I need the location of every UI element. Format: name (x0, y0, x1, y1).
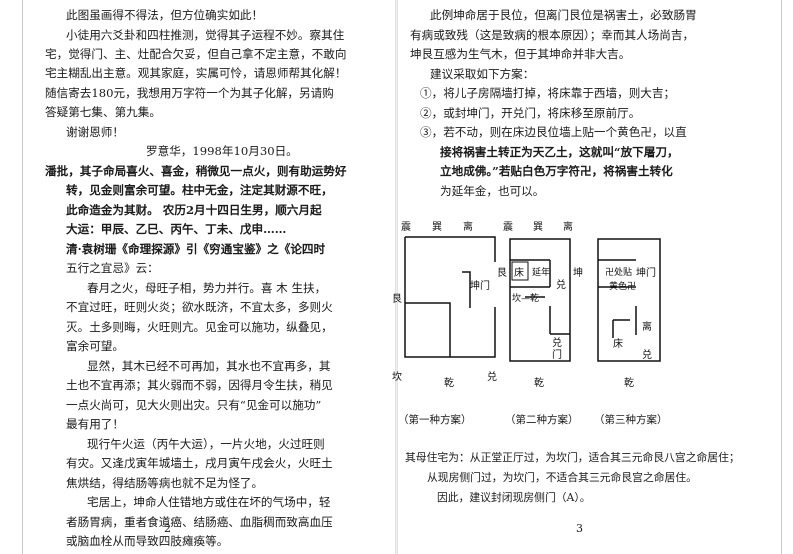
right-page-text-line: ②，或封坤门，开兑门，将床移至原前厅。 (420, 106, 641, 120)
d2-qian: 乾 (534, 376, 544, 389)
d2-bed: 床 (514, 266, 524, 279)
left-page-text-line: 有灾。又逢戊寅年城墙土，戌月寅午戌会火，火旺土 (66, 456, 333, 470)
d2-gen: 艮 (497, 267, 507, 279)
right-page-text-line: 有病或致残（这是致病的根本原因）；幸而其人场尚吉， (410, 28, 695, 42)
left-page-text-line: 现行午火运（丙午大运），一片火地，火过旺则 (87, 437, 325, 451)
diagram-3 (597, 238, 661, 362)
right-page-number: 3 (576, 522, 583, 535)
right-page-text-line: 立地成佛。”若贴白色万字符卍，将祸害土转化 (440, 164, 673, 178)
d1-kan: 坎 (392, 370, 402, 383)
d3-color-label: 黄色卍 (609, 280, 636, 292)
right-page-text-line: 接将祸害土转正为天乙土，这就叫“放下屠刀， (440, 145, 679, 159)
d2-zhen: 震 (503, 221, 513, 233)
left-page-text-line: 罗意华，1998年10月30日。 (146, 144, 298, 158)
left-page-text-line: 一点火尚可，见大火则出灾。只有“见金可以施功” (66, 398, 322, 412)
d2-dui-top: 兑 (556, 278, 566, 291)
caption-plan-1: （第一种方案） (398, 414, 472, 426)
left-page-text-line: 土也不宜再添；其火弱而不弱，因得月令生扶，稍见 (66, 378, 333, 392)
d1-li: 离 (463, 220, 473, 233)
d1-dui: 兑 (487, 370, 497, 383)
caption-plan-2: （第二种方案） (505, 414, 579, 426)
book-gutter (395, 0, 398, 554)
left-page-text-line: 小徒用六爻卦和四柱推测，觉得其子运程不妙。察其住 (66, 28, 345, 42)
left-scan-border (22, 0, 23, 554)
right-page-text-line: ①，将儿子房隔墙打掉，将床靠于西墙，则大吉； (420, 86, 676, 100)
d2-dui-door: 兑 (552, 336, 562, 349)
left-page-text-line: 转，见金则富余可望。柱中无金，注定其财源不旺， (66, 183, 333, 197)
d2-kan-qian: 坎—乾 (512, 292, 539, 304)
diagram-2 (509, 238, 571, 362)
left-page-text-line: 或脑血栓从而导致四肢瘫痪等。 (66, 534, 229, 548)
left-page-text-line: 者肠胃病，重者食道癌、结肠癌、血脂稠而致高血压 (66, 515, 333, 529)
d2-li: 离 (563, 220, 573, 233)
left-page-text-line: 此图虽画得不得法，但方位确实如此！ (66, 8, 264, 22)
left-page-number: 2 (164, 522, 171, 535)
caption-plan-3: （第三种方案） (594, 414, 668, 426)
diagram-1 (404, 236, 496, 358)
right-page-text-line: ③，若不动，则在床边艮位墙上贴一个黄色卍，以直 (420, 125, 687, 139)
left-page-text-line: 宅，觉得门、主、灶配合欠妥，但自己拿不定主意，不敢向 (45, 47, 347, 61)
left-page-text-line: 清·袁树珊《命理探源》引《穷通宝鉴》之《论四时 (66, 242, 326, 256)
left-page-text-line: 大运：甲辰、乙巳、丙午、丁未、戊申…… (66, 222, 287, 236)
right-page-text-line: 为延年金，也可以。 (440, 184, 545, 198)
right-page-text-line: 此例坤命居于艮位，但离门艮位是祸害土，必致肠胃 (430, 8, 697, 22)
left-page-text-line: 宅居上，坤命人住错地方或住在坏的气场中，轻 (87, 495, 331, 509)
d3-dui: 兑 (642, 348, 652, 361)
d2-bed-box (511, 261, 529, 281)
left-page-text-line: 焦烘结，得结肠等病也就不足为怪了。 (66, 476, 264, 490)
left-page-text-line: 春月之火，母旺子相，势力并行。喜 木 生扶， (87, 281, 327, 295)
d3-bed: 床 (613, 337, 623, 350)
right-page-text-line: 坤艮互感为生气木，但于其坤命并非大吉。 (410, 47, 631, 61)
d1-door: 坤门 (470, 279, 490, 292)
right-scan-border (781, 0, 782, 554)
left-page-text-line: 随信寄去180元，我想用万字符一个为其子化解，另请购 (45, 86, 334, 100)
d2-xun: 巽 (533, 221, 543, 233)
d3-symbol-label: 卍处贴 (605, 266, 632, 278)
d2-door: 门 (552, 348, 562, 361)
d3-li: 离 (642, 320, 652, 333)
left-page-text-line: 最有用了！ (66, 417, 124, 431)
left-page-text-line: 宅主糊乱出主意。观其家庭，实属可怜，请恩师帮其化解！ (45, 66, 347, 80)
d2-yannian: 延年 (532, 266, 550, 278)
d3-qian: 乾 (624, 376, 634, 389)
right-page-text-line: 建议采取如下方案： (430, 67, 535, 81)
d1-zhen: 震 (401, 221, 411, 233)
d2-kun: 坤 (573, 266, 583, 279)
left-page-text-line: 显然，其木已经不可再加，其水也不宜再多，其 (87, 359, 331, 373)
residence-note: 其母住宅为：从正堂正厅过，为坎门，适合其三元命艮八宫之命居住； (405, 451, 740, 464)
left-page-text-line: 五行之宜忌》云： (66, 261, 159, 275)
d1-gen: 艮 (392, 293, 402, 305)
left-page-text-line: 潘批，其子命局喜火、喜金，稍微见一点火，则有助运势好 (45, 164, 347, 178)
d1-xun: 巽 (432, 221, 442, 233)
residence-note: 因此，建议封闭现房侧门（A）。 (437, 491, 591, 504)
left-page-text-line: 灭。土多则晦，火旺则亢。见金可以施功，纵叠见， (66, 320, 333, 334)
left-page-text-line: 答疑第七集、第九集。 (45, 105, 161, 119)
d3-door: 坤门 (636, 266, 656, 279)
residence-note: 从现房侧门过，为坎门，不适合其三元命艮宫之命居住。 (427, 471, 697, 484)
left-page-text-line: 谢谢恩师！ (66, 125, 124, 139)
d1-qian: 乾 (444, 376, 454, 389)
left-page-text-line: 富余可望。 (66, 339, 124, 353)
left-page-text-line: 不宜过旺，旺则火炎；欲水既济，不宜太多，多则火 (66, 300, 333, 314)
left-page-text-line: 此命造金为其财。 农历2月十四日生男，顺六月起 (66, 203, 322, 217)
